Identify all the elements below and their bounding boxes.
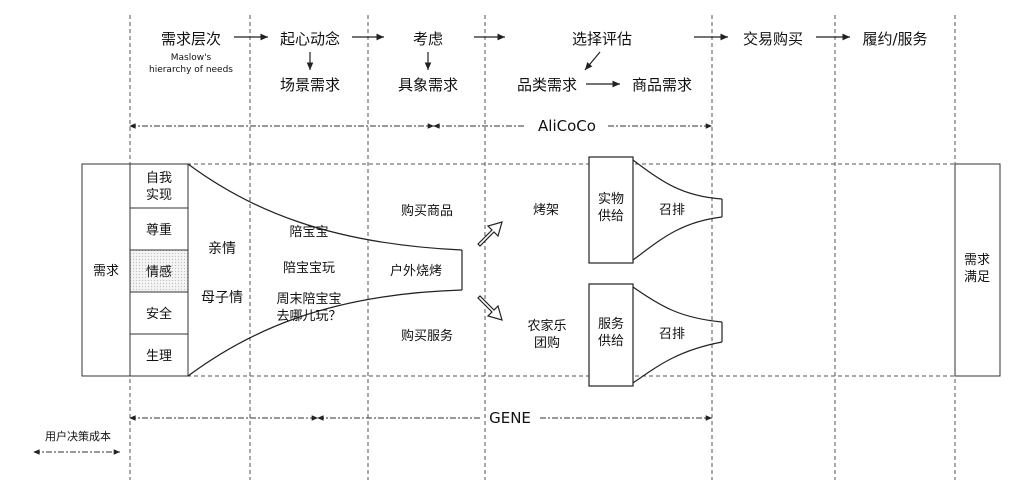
stage-demand-hierarchy: 需求层次 <box>161 30 221 48</box>
category-farm-stay: 农家乐 <box>527 318 566 334</box>
service-supply-box <box>588 283 634 387</box>
funnel-outline <box>187 163 463 377</box>
stage-arrows <box>234 33 850 88</box>
stage-select-evaluate: 选择评估 <box>572 30 632 48</box>
recall-funnels <box>632 159 723 384</box>
band-lines <box>82 163 1000 377</box>
branch-buy-goods: 购买商品 <box>401 203 453 219</box>
legend-decision-cost: 用户决策成本 <box>45 429 111 443</box>
emotion-kinship: 亲情 <box>208 241 236 257</box>
stage-purchase: 交易购买 <box>743 30 803 48</box>
hierarchy-physiological: 生理 <box>146 349 172 364</box>
hierarchy-love: 情感 <box>146 264 172 280</box>
branch-arrows <box>477 221 503 321</box>
hierarchy-cells <box>129 163 189 377</box>
emotion-mother-child: 母子情 <box>201 290 243 306</box>
recall-rank-lower: 召排 <box>659 327 685 342</box>
demand-satisfied-box <box>954 163 1001 377</box>
demand-box-label: 需求 <box>93 264 119 279</box>
stage-fulfillment: 履约/服务 <box>862 30 927 48</box>
demand-satisfied-label: 需求满足 <box>964 253 990 285</box>
category-group-buy: 团购 <box>534 335 560 351</box>
physical-supply-label: 实物供给 <box>598 192 624 224</box>
scene-play-with-baby: 陪宝宝玩 <box>283 261 335 276</box>
physical-supply-box <box>588 156 634 264</box>
stage-intention: 起心动念 <box>280 30 340 48</box>
hierarchy-self-actualization: 自我实现 <box>146 171 172 203</box>
service-supply-label: 服务供给 <box>598 316 624 349</box>
stage-maslow-label-2: hierarchy of needs <box>149 65 233 75</box>
recall-rank-upper: 召排 <box>659 203 685 218</box>
stage-scenario-demand: 场景需求 <box>280 76 340 94</box>
hierarchy-esteem: 尊重 <box>146 222 172 238</box>
stage-concrete-demand: 具象需求 <box>398 76 458 94</box>
stage-item-demand: 商品需求 <box>632 76 692 94</box>
category-grill: 烤架 <box>533 203 559 218</box>
stage-category-demand: 品类需求 <box>517 76 577 94</box>
stage-maslow-label: Maslow's <box>171 53 212 63</box>
stage-consider: 考虑 <box>413 30 443 48</box>
gene-label: GENE <box>489 409 531 427</box>
column-lines <box>129 15 956 480</box>
scene-weekend-question: 周末陪宝宝去哪儿玩？ <box>276 292 341 324</box>
hierarchy-safety: 安全 <box>146 306 172 322</box>
concrete-outdoor-bbq: 户外烧烤 <box>390 263 442 279</box>
alicoco-label: AliCoCo <box>538 117 596 135</box>
scene-with-baby: 陪宝宝 <box>289 225 328 240</box>
branch-buy-service: 购买服务 <box>401 328 453 344</box>
demand-box <box>81 163 131 377</box>
